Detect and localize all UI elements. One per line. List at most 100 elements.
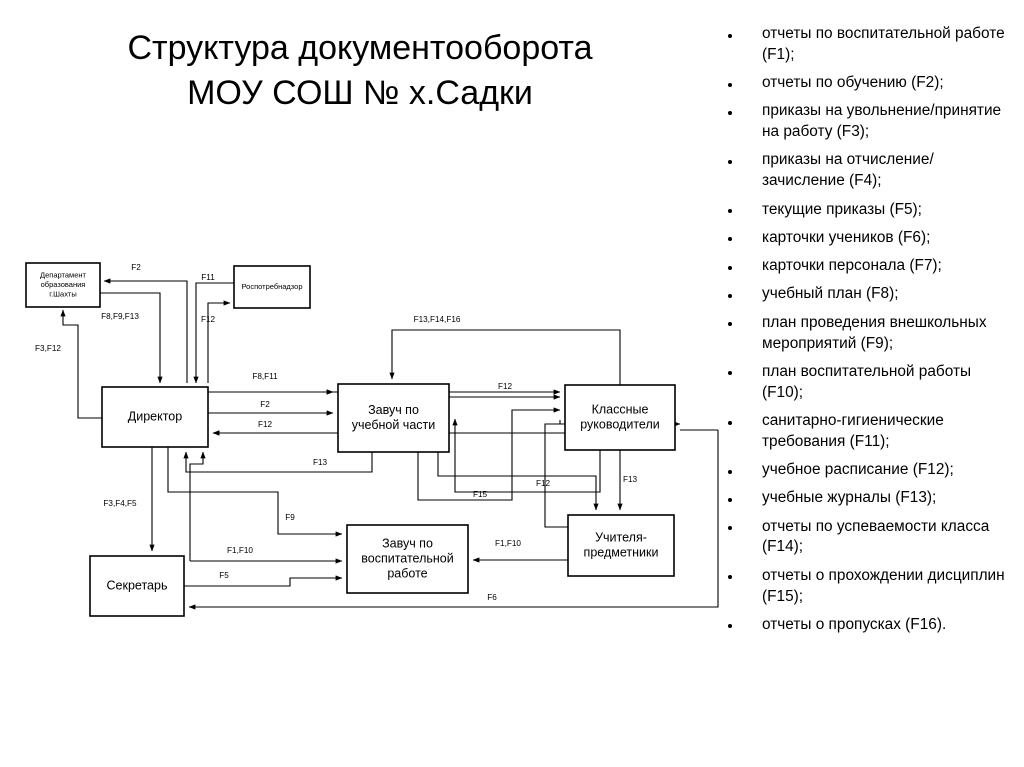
legend-item-label: приказы на увольнение/принятие на работу… xyxy=(762,102,1002,141)
edge-classheads-to-headstudy-loop xyxy=(389,329,621,385)
node-label-department: г.Шахты xyxy=(49,289,76,298)
edge-headstudy-to-director-f13 xyxy=(183,451,373,473)
legend-item-label: приказы на отчисление/зачисление (F4); xyxy=(762,151,934,190)
edge-label-e-f12-dir-kl: F12 xyxy=(498,382,513,391)
node-label-director: Директор xyxy=(128,409,182,423)
edge-label-e-f1f10-left: F1,F10 xyxy=(227,546,253,555)
bullet-icon xyxy=(728,82,732,87)
bullet-icon xyxy=(728,209,732,214)
node-box-rospotreb xyxy=(233,265,311,309)
node-box-teachers xyxy=(567,514,675,577)
legend-item-label: карточки учеников (F6); xyxy=(762,228,931,246)
edge-label-e-f8f11: F8,F11 xyxy=(252,372,278,381)
legend-item: план воспитательной работы (F10); xyxy=(712,362,1012,404)
edge-label-e-f11-rosp: F11 xyxy=(201,273,215,282)
edge-director-to-rospotreb xyxy=(207,300,231,383)
legend-item: учебное расписание (F12); xyxy=(712,460,1012,481)
bullet-icon xyxy=(728,110,732,115)
edge-label-e-f2-dep: F2 xyxy=(131,263,141,272)
diagram-edges xyxy=(60,278,719,610)
legend-item-label: учебное расписание (F12); xyxy=(762,461,954,479)
edge-headstudy-to-classheads-f15 xyxy=(417,407,561,501)
legend-item-label: карточки персонала (F7); xyxy=(762,257,942,275)
node-label-secretary: Секретарь xyxy=(107,578,168,592)
edge-label-e-f9: F9 xyxy=(285,513,295,522)
legend-item: учебный план (F8); xyxy=(712,284,1012,305)
diagram-node-teachers: Учителя-предметники xyxy=(567,514,675,577)
bullet-icon xyxy=(728,469,732,474)
node-label-head-study: учебной части xyxy=(352,418,435,432)
edge-label-e-f1f10-right: F1,F10 xyxy=(495,539,521,548)
legend-item: план проведения внешкольных мероприятий … xyxy=(712,313,1012,355)
legend-item: текущие приказы (F5); xyxy=(712,200,1012,221)
page-title-line-1: Структура документооборота xyxy=(127,29,593,67)
legend-item: карточки учеников (F6); xyxy=(712,228,1012,249)
legend-item: отчеты о прохождении дисциплин (F15); xyxy=(712,566,1012,608)
bullet-icon xyxy=(728,160,732,165)
legend-item-label: учебный план (F8); xyxy=(762,285,899,303)
edge-headstudy-to-teachers-f12 xyxy=(437,452,599,511)
legend-item: учебные журналы (F13); xyxy=(712,488,1012,509)
node-label-teachers: предметники xyxy=(584,545,659,559)
node-label-head-study: Завуч по xyxy=(368,403,419,417)
legend-item: карточки персонала (F7); xyxy=(712,256,1012,277)
node-box-class-heads xyxy=(564,384,676,451)
document-types-legend: отчеты по воспитательной работе (F1); отч… xyxy=(712,24,1012,643)
edge-label-e-f12-rosp: F12 xyxy=(201,315,216,324)
node-box-department xyxy=(25,262,101,308)
node-label-class-heads: Классные xyxy=(592,402,649,416)
node-label-department: образования xyxy=(41,280,86,289)
edge-label-e-f3f12-dep: F3,F12 xyxy=(35,344,61,353)
legend-item-label: план воспитательной работы (F10); xyxy=(762,362,972,401)
legend-item-label: отчеты по обучению (F2); xyxy=(762,74,944,92)
node-box-head-upbring xyxy=(346,524,469,594)
diagram-node-rospotreb: Роспотребнадзор xyxy=(233,265,311,309)
edge-label-e-f13f14f16: F13,F14,F16 xyxy=(414,315,461,324)
edge-classheads-to-headstudy-f15 xyxy=(452,418,601,493)
bullet-icon xyxy=(728,575,732,580)
bullet-icon xyxy=(728,497,732,502)
edge-label-e-f12-zav-dir: F12 xyxy=(258,420,273,429)
bullet-icon xyxy=(728,294,732,299)
edge-label-e-f6: F6 xyxy=(487,593,497,602)
edge-director-to-department xyxy=(60,309,102,419)
node-label-department: Департамент xyxy=(40,270,86,279)
diagram-node-secretary: Секретарь xyxy=(89,555,185,617)
bullet-icon xyxy=(728,33,732,38)
edge-headupbring-to-director-f1f10 xyxy=(189,451,206,561)
node-label-teachers: Учителя- xyxy=(595,530,647,544)
legend-item: отчеты по обучению (F2); xyxy=(712,73,1012,94)
legend-item: отчеты по успеваемости класса (F14); xyxy=(712,517,1012,559)
legend-item-label: санитарно-гигиенические требования (F11)… xyxy=(762,411,944,450)
edge-director-to-headupbring-f9 xyxy=(167,447,343,537)
edge-director-to-department-f2 xyxy=(103,278,188,383)
legend-item-label: отчеты по успеваемости класса (F14); xyxy=(762,517,990,556)
edge-teachers-to-classheads xyxy=(544,420,681,528)
diagram-node-director: Директор xyxy=(101,386,209,448)
edge-department-to-director xyxy=(100,292,163,384)
page-title: Структура документооборота МОУ СОШ № х.С… xyxy=(30,26,690,116)
legend-item: приказы на увольнение/принятие на работу… xyxy=(712,101,1012,143)
legend-item-label: текущие приказы (F5); xyxy=(762,200,922,218)
node-box-director xyxy=(101,386,209,448)
bullet-icon xyxy=(728,420,732,425)
bullet-icon xyxy=(728,624,732,629)
legend-item-label: отчеты о пропусках (F16). xyxy=(762,615,947,633)
edge-bottom-feedback-to-secretary xyxy=(188,430,719,610)
bullet-icon xyxy=(728,265,732,270)
bullet-icon xyxy=(728,371,732,376)
edge-label-e-f15: F15 xyxy=(473,490,488,499)
edge-label-e-f12-kl-uch: F12 xyxy=(536,479,551,488)
page-title-line-2: МОУ СОШ № х.Садки xyxy=(187,73,533,112)
legend-item-label: отчеты по воспитательной работе (F1); xyxy=(762,25,1005,63)
edge-label-e-f13-kl-uch: F13 xyxy=(623,475,638,484)
legend-item: санитарно-гигиенические требования (F11)… xyxy=(712,411,1012,453)
node-box-head-study xyxy=(337,383,450,453)
edge-label-e-f2-dir-zav: F2 xyxy=(260,400,270,409)
